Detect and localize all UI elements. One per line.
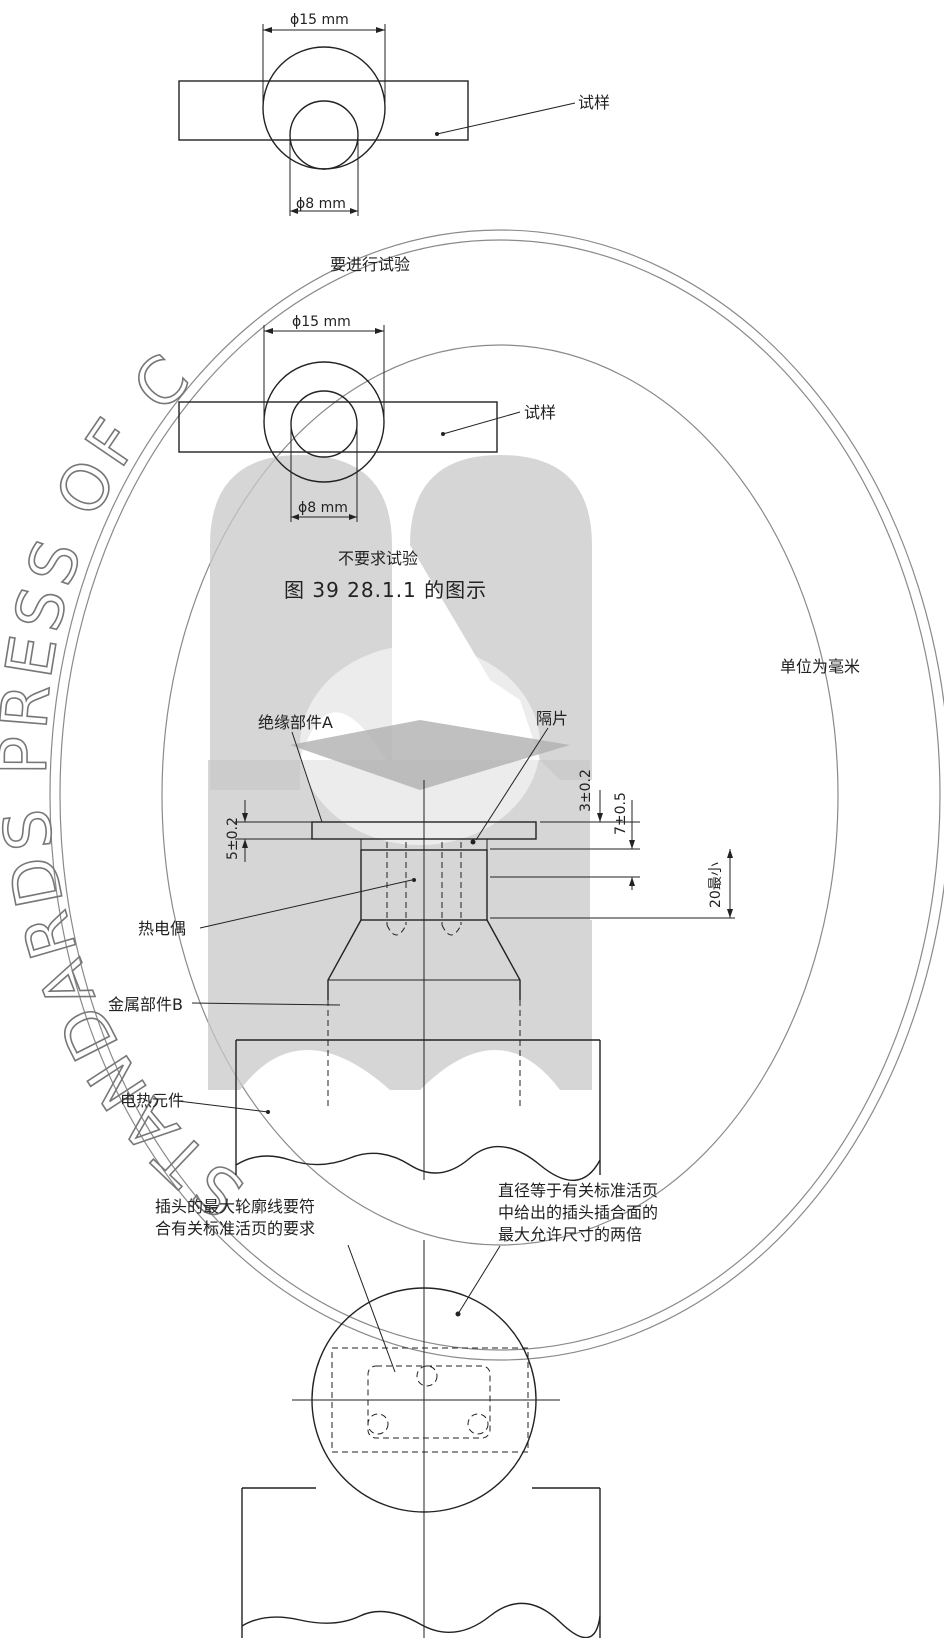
label-insulation-part-a: 绝缘部件A [258, 713, 333, 732]
dimension-inner-1: ϕ8 mm [296, 196, 346, 212]
inner-circle-2 [290, 390, 358, 458]
figure-test-not-required: ϕ15 mm ϕ8 mm 试样 不要求试验 [178, 314, 556, 568]
seal-lower-legs [208, 920, 592, 1090]
seal-outer-ellipse-2 [59, 239, 941, 1351]
figure-test-required: ϕ15 mm ϕ8 mm 试样 要进行试验 [178, 12, 610, 274]
specimen-strip-2 [178, 401, 498, 453]
heating-element [235, 1039, 601, 1175]
note-diameter-line2: 中给出的插头插合面的 [498, 1203, 658, 1222]
note-plug-outline-line2: 合有关标准活页的要求 [155, 1219, 315, 1238]
notes: 插头的最大轮廓线要符 合有关标准活页的要求 直径等于有关标准活页 中给出的插头插… [155, 1181, 658, 1373]
leader-plug-outline [347, 1244, 396, 1373]
note-diameter-line3: 最大允许尺寸的两倍 [498, 1225, 642, 1244]
seal-body-right [410, 455, 592, 780]
caption-test-not-required: 不要求试验 [338, 549, 418, 568]
dimension-20: 20最小 [708, 862, 724, 908]
plug-base-block [241, 1487, 601, 1638]
figure-plug-outline [241, 1240, 601, 1639]
spacer-block [360, 849, 488, 921]
dimension-outer-1: ϕ15 mm [290, 12, 349, 28]
label-heating-element: 电热元件 [120, 1091, 184, 1110]
inner-circle-1 [289, 100, 359, 170]
label-thermocouple: 热电偶 [138, 919, 186, 938]
label-spacer: 隔片 [536, 709, 568, 728]
units-note: 单位为毫米 [780, 657, 860, 676]
label-specimen-1: 试样 [578, 93, 610, 112]
seal-outer-ellipse [49, 229, 944, 1361]
outline-dashed-inner [367, 1365, 491, 1439]
note-diameter-line1: 直径等于有关标准活页 [498, 1181, 658, 1200]
caption-test-required: 要进行试验 [330, 255, 410, 274]
leader-specimen-2 [442, 411, 521, 435]
dimension-7: 7±0.5 [613, 792, 629, 835]
label-metal-part-b: 金属部件B [108, 995, 183, 1014]
seal-inner-ellipse [161, 344, 839, 1246]
outer-circle-1 [262, 46, 386, 170]
label-specimen-2: 试样 [524, 403, 556, 422]
dimension-3: 3±0.2 [578, 769, 594, 812]
seal-center-star [290, 720, 570, 790]
figure-assembly: 3±0.2 7±0.5 20最小 5±0.2 绝缘部件A 隔片 热电偶 金属部件… [108, 709, 735, 1181]
leader-diameter [457, 1245, 501, 1315]
outer-circle-2 [263, 361, 385, 483]
specimen-strip-1 [178, 80, 469, 141]
note-plug-outline-line1: 插头的最大轮廓线要符 [155, 1197, 315, 1216]
dimension-5: 5±0.2 [225, 817, 241, 860]
dimension-outer-2: ϕ15 mm [292, 314, 351, 330]
leader-specimen-1 [436, 102, 576, 135]
dimension-inner-2: ϕ8 mm [298, 500, 348, 516]
insulation-part-a [311, 821, 537, 840]
figure-title: 图 39 28.1.1 的图示 [284, 578, 487, 602]
